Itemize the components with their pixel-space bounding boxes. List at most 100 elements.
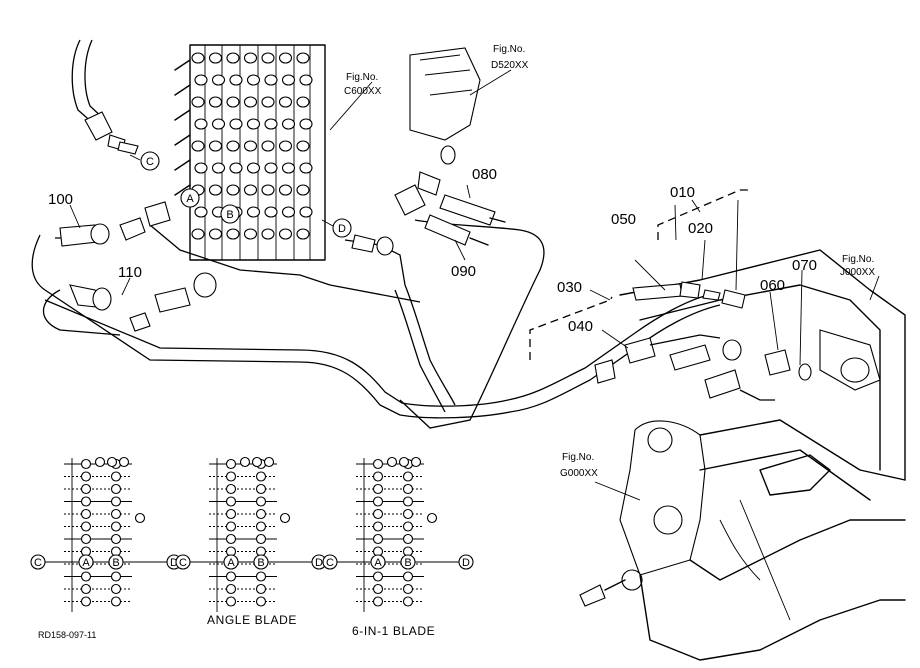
svg-text:J000XX: J000XX: [840, 267, 875, 278]
caption-6-in-1-blade: 6-IN-1 BLADE: [352, 624, 435, 638]
part-label-040: 040: [568, 318, 593, 335]
svg-text:A: A: [186, 193, 194, 205]
svg-text:B: B: [112, 557, 119, 569]
valve-port-fitting: [243, 184, 258, 196]
leader-lines: [69, 69, 880, 501]
svg-text:C: C: [146, 156, 154, 168]
valve-port-fitting: [246, 74, 261, 86]
svg-text:C: C: [34, 557, 42, 569]
valve-port-fitting: [278, 52, 293, 64]
valve-port-fitting: [264, 74, 278, 86]
valve-port-fitting: [261, 228, 275, 240]
valve-port-fitting: [194, 206, 208, 218]
part-label-060: 060: [760, 277, 785, 294]
figure-references: Fig.No. C600XX Fig.No. D520XX Fig.No. J0…: [344, 44, 875, 479]
valve-port-fitting: [226, 228, 240, 240]
svg-text:Fig.No.: Fig.No.: [493, 44, 525, 55]
schematic-marker-c: C: [30, 554, 46, 570]
valve-port-fitting: [264, 162, 278, 174]
valve-port-fitting: [281, 206, 296, 218]
valve-port-fitting: [299, 162, 313, 174]
valve-port-fitting: [211, 162, 226, 174]
schematic-marker-c: C: [175, 554, 191, 570]
part-label-030: 030: [557, 279, 582, 296]
fig-ref-c600: Fig.No. C600XX: [344, 72, 382, 97]
valve-port-fitting: [243, 140, 258, 152]
valve-port-fitting: [194, 74, 208, 86]
valve-port-fitting: [278, 184, 293, 196]
valve-port-fitting: [296, 228, 310, 240]
valve-port-fitting: [194, 162, 208, 174]
connection-marker-a: A: [180, 188, 200, 208]
valve-port-fitting: [264, 118, 278, 130]
valve-port-fitting: [246, 162, 261, 174]
fig-ref-j000: Fig.No. J000XX: [840, 254, 875, 278]
valve-port-fitting: [226, 96, 240, 108]
valve-port-fitting: [243, 96, 258, 108]
svg-text:C: C: [179, 557, 187, 569]
part-number-labels: 010 020 030 040 050 060 070 080 090 100 …: [48, 166, 817, 335]
valve-port-fitting: [246, 206, 261, 218]
part-label-070: 070: [792, 257, 817, 274]
valve-port-fitting: [278, 228, 293, 240]
valve-port-fitting: [296, 52, 310, 64]
valve-port-fitting: [264, 206, 278, 218]
valve-port-fitting: [208, 228, 223, 240]
svg-text:D: D: [338, 223, 346, 235]
right-side-fittings: [594, 281, 812, 401]
schematic-marker-b: B: [253, 554, 269, 570]
valve-port-fitting: [191, 228, 205, 240]
schematic-marker-b: B: [400, 554, 416, 570]
svg-text:Fig.No.: Fig.No.: [842, 254, 874, 265]
valve-port-fitting: [229, 162, 243, 174]
bracket-assembly-d520: [394, 47, 506, 246]
control-valve-assembly: [174, 44, 326, 261]
valve-port-fitting: [229, 118, 243, 130]
part-label-090: 090: [451, 263, 476, 280]
svg-text:B: B: [226, 209, 233, 221]
valve-port-fitting: [296, 184, 310, 196]
valve-port-fitting: [299, 74, 313, 86]
valve-port-fitting: [261, 140, 275, 152]
valve-port-fitting: [299, 118, 313, 130]
valve-port-fitting: [208, 184, 223, 196]
valve-port-fitting: [211, 118, 226, 130]
part-label-110: 110: [118, 264, 142, 281]
part-label-050: 050: [611, 211, 636, 228]
valve-port-fitting: [281, 74, 296, 86]
schematic-marker-b: B: [108, 554, 124, 570]
svg-text:B: B: [257, 557, 264, 569]
part-label-020: 020: [688, 220, 713, 237]
valve-port-fitting: [261, 96, 275, 108]
part-label-010: 010: [670, 184, 695, 201]
valve-port-fitting: [278, 140, 293, 152]
valve-port-fitting: [191, 140, 205, 152]
valve-port-fitting: [208, 140, 223, 152]
part-label-100: 100: [48, 191, 73, 208]
valve-port-fitting: [278, 96, 293, 108]
valve-port-fitting: [296, 140, 310, 152]
svg-text:A: A: [227, 557, 235, 569]
valve-port-fitting: [191, 96, 205, 108]
fig-ref-d520: Fig.No. D520XX: [491, 44, 529, 71]
valve-port-fitting: [296, 96, 310, 108]
svg-text:D: D: [170, 557, 178, 569]
caption-angle-blade: ANGLE BLADE: [207, 613, 297, 627]
valve-port-fitting: [226, 52, 240, 64]
valve-port-fitting: [208, 52, 223, 64]
connection-marker-d: D: [321, 218, 352, 238]
svg-text:D: D: [462, 557, 470, 569]
svg-text:D520XX: D520XX: [491, 60, 529, 71]
svg-text:C: C: [326, 557, 334, 569]
valve-port-fitting: [261, 184, 275, 196]
schematic-marker-a: A: [370, 554, 386, 570]
connection-marker-c: C: [129, 151, 160, 171]
valve-port-fitting: [229, 74, 243, 86]
svg-text:G000XX: G000XX: [560, 468, 598, 479]
schematic-marker-a: A: [223, 554, 239, 570]
